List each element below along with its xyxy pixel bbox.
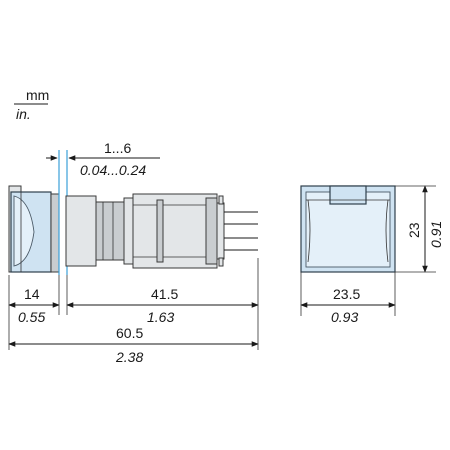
dim-rear-depth: 41.5 1.63 — [66, 286, 259, 325]
front-tab — [329, 185, 367, 205]
overall-length-in: 2.38 — [115, 349, 143, 365]
dim-front-width: 23.5 0.93 — [300, 286, 396, 325]
unit-mm-label: mm — [26, 87, 49, 103]
rear-depth-in: 1.63 — [147, 309, 174, 325]
unit-inch-label: in. — [16, 106, 31, 122]
front-height-in: 0.91 — [428, 221, 444, 248]
panel-thickness-in: 0.04...0.24 — [80, 162, 146, 178]
switch-block — [132, 193, 218, 269]
front-depth-in: 0.55 — [18, 309, 45, 325]
dim-front-height: 23 0.91 — [406, 185, 444, 273]
overall-length-mm: 60.5 — [116, 325, 143, 341]
front-width-in: 0.93 — [331, 309, 358, 325]
main-body — [65, 193, 218, 269]
front-depth-mm: 14 — [24, 286, 40, 302]
terminals — [216, 195, 258, 267]
dim-panel-thickness: 1...6 0.04...0.24 — [46, 140, 160, 178]
dim-overall-length: 60.5 2.38 — [8, 325, 259, 365]
cap-dome — [13, 195, 35, 267]
body-nut — [95, 201, 125, 261]
side-view: 1...6 0.04...0.24 14 0.55 41.5 1.63 60.5… — [8, 140, 259, 365]
panel-thickness-mm: 1...6 — [104, 140, 131, 156]
body-spacer — [123, 197, 134, 265]
dim-front-depth: 14 0.55 — [8, 286, 60, 325]
lens-curvature — [307, 199, 389, 263]
units-legend: mm in. — [14, 87, 49, 122]
terminal-tab — [218, 257, 224, 267]
cap-ring — [50, 193, 60, 273]
front-view: 23.5 0.93 23 0.91 — [300, 185, 444, 325]
front-cap — [8, 185, 60, 273]
terminal-base — [216, 202, 225, 260]
block-rib — [156, 199, 164, 263]
terminal-tab — [218, 195, 224, 205]
block-end — [205, 197, 218, 265]
body-collar — [65, 195, 97, 267]
front-width-mm: 23.5 — [333, 286, 360, 302]
front-height-mm: 23 — [406, 222, 422, 238]
rear-depth-mm: 41.5 — [151, 286, 178, 302]
